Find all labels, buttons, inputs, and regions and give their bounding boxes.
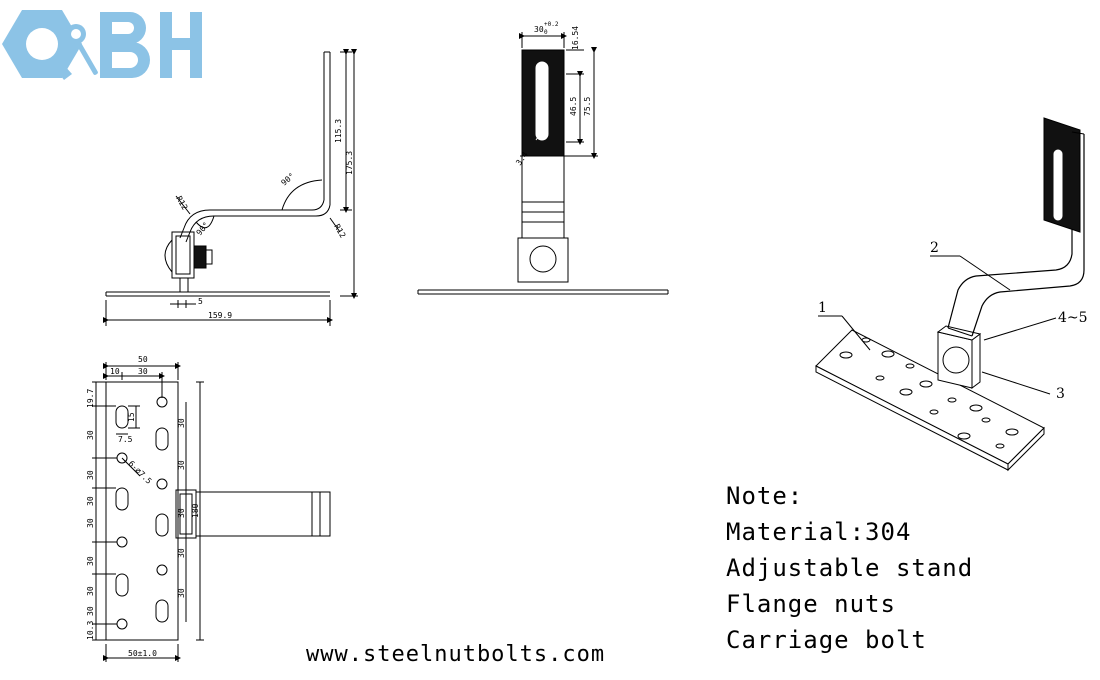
note-line-bolt: Carriage bolt	[726, 626, 927, 654]
dim-right-2: 30	[177, 508, 186, 518]
iso-base-plate	[815, 329, 1045, 465]
dim-50-top: 50	[138, 355, 148, 364]
tol-lower: 0	[544, 29, 548, 36]
dim-75-5: 75.5	[583, 97, 592, 116]
callout-3: 3	[1056, 386, 1065, 402]
iso-view	[815, 117, 1085, 472]
dim-left-6: 30	[86, 586, 95, 596]
front-view	[417, 32, 669, 295]
note-block: Note: Material:304 Adjustable stand Flan…	[726, 478, 973, 658]
side-view	[103, 49, 358, 326]
dim-right-3: 30	[177, 548, 186, 558]
dim-left-8: 10.3	[86, 621, 95, 640]
logo-letter-h	[160, 12, 202, 78]
website-url: www.steelnutbolts.com	[306, 642, 606, 667]
callout-1: 1	[818, 300, 827, 316]
plan-view-labels: 50 10 30 19.7 30 30 30 30 30 30 30 10.3 …	[86, 355, 200, 658]
callout-2: 2	[930, 240, 939, 256]
dim-30: 30	[534, 25, 544, 34]
dim-right-180: 180	[191, 503, 200, 518]
radius-r12-right: R12	[332, 223, 347, 240]
dim-30-top: 30	[138, 367, 148, 376]
tol-upper: +0.2	[544, 21, 559, 28]
dim-left-7: 30	[86, 606, 95, 616]
dim-left-0: 19.7	[86, 389, 95, 408]
wrench-icon	[66, 24, 98, 75]
dim-10: 10	[110, 367, 120, 376]
dim-159-9: 159.9	[208, 311, 232, 320]
dim-46-5: 46.5	[569, 97, 578, 116]
angle-90-upper: 90°	[280, 171, 297, 187]
slot-dim-7-5: 7.5	[118, 435, 133, 444]
dim-right-1: 30	[177, 460, 186, 470]
dim-50-bottom: 50±1.0	[128, 649, 157, 658]
dim-left-4: 30	[86, 518, 95, 528]
slot-dim-15: 15	[127, 412, 136, 422]
iso-view-labels: 1 2 3 4~5	[818, 240, 1088, 402]
dim-16-54: 16.54	[571, 26, 580, 50]
hole-label: 6-∅7.5	[127, 459, 154, 486]
note-line-nuts: Flange nuts	[726, 590, 896, 618]
dim-right-4: 30	[177, 588, 186, 598]
dim-115-3: 115.3	[334, 119, 343, 143]
radius-r12-left: R12	[174, 195, 189, 212]
callout-4-5: 4~5	[1058, 310, 1088, 326]
dim-left-3: 30	[86, 496, 95, 506]
dim-right-0: 30	[177, 418, 186, 428]
note-line-stand: Adjustable stand	[726, 554, 974, 582]
logo-letter-b	[100, 12, 150, 78]
dim-left-1: 30	[86, 430, 95, 440]
dim-175-3: 175.3	[345, 151, 354, 175]
note-line-material: Material:304	[726, 518, 912, 546]
note-title: Note:	[726, 482, 804, 510]
dim-left-5: 30	[86, 556, 95, 566]
qbh-logo	[2, 10, 202, 80]
plan-view	[92, 362, 331, 662]
dim-left-2: 30	[86, 470, 95, 480]
base-plate-outline	[105, 381, 179, 641]
dim-5: 5	[198, 297, 203, 306]
side-view-labels: 115.3 175.3 90° R12 90° R12 5 159.9	[174, 119, 354, 320]
